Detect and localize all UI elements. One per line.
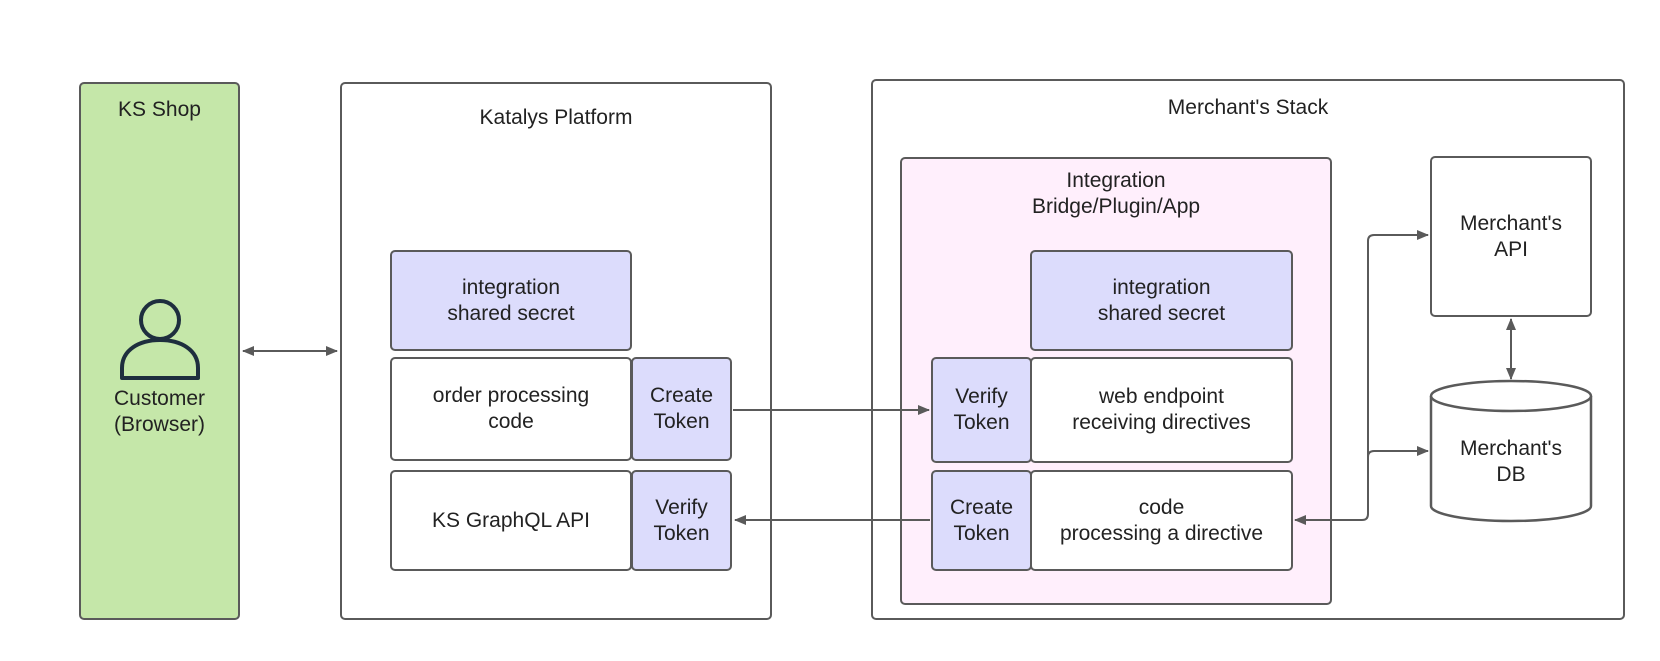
ks-graphql-api: KS GraphQL API xyxy=(390,470,632,571)
code-processing-directive: code processing a directive xyxy=(1030,470,1293,571)
database-icon xyxy=(1429,379,1593,523)
integration-bridge-title: Integration Bridge/Plugin/App xyxy=(1031,169,1201,218)
order-processing-code: order processing code xyxy=(390,357,632,461)
bridge-shared-secret: integration shared secret xyxy=(1030,250,1293,351)
ks-shop-container xyxy=(79,82,240,620)
bridge-verify-token: Verify Token xyxy=(931,357,1032,463)
ks-shop-title: KS Shop xyxy=(118,98,201,121)
merchants-db: Merchant's DB xyxy=(1459,437,1563,486)
platform-shared-secret: integration shared secret xyxy=(390,250,632,351)
platform-create-token: Create Token xyxy=(631,357,732,461)
branch-to-db-connector xyxy=(1367,446,1429,458)
merchant-stack-title: Merchant's Stack xyxy=(1167,96,1329,119)
bridge-create-token: Create Token xyxy=(931,470,1032,571)
person-icon xyxy=(120,299,200,380)
katalys-platform-title: Katalys Platform xyxy=(479,106,633,129)
code-to-merchant-connector xyxy=(1294,230,1429,525)
merchants-api: Merchant's API xyxy=(1430,156,1592,317)
web-endpoint: web endpoint receiving directives xyxy=(1030,357,1293,463)
platform-verify-token: Verify Token xyxy=(631,470,732,571)
customer-label: Customer (Browser) xyxy=(113,387,206,436)
